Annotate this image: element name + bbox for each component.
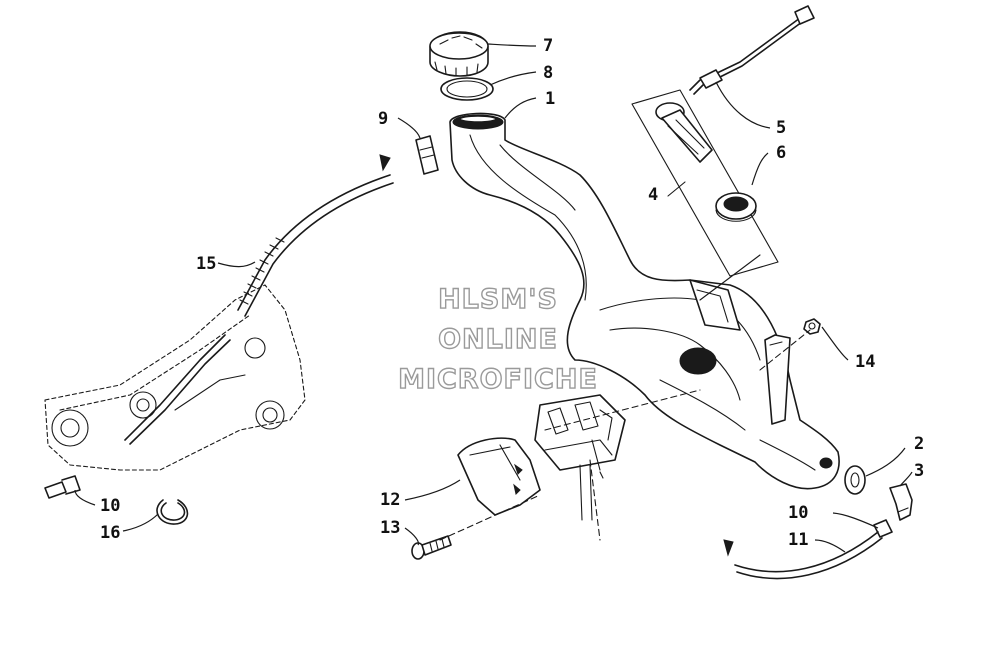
- callout-8: 8: [543, 63, 553, 83]
- phantom-lines: [439, 329, 811, 541]
- sender-unit-5: [655, 5, 815, 163]
- fuel-level-sender-assembly: [631, 89, 779, 277]
- fuel-hose-15: [237, 154, 394, 317]
- watermark-line-1: HLSM'S: [438, 284, 558, 315]
- elbow-fitting-3: [889, 483, 913, 521]
- callout-14: 14: [855, 352, 875, 372]
- callout-7: 7: [543, 36, 553, 56]
- callout-12: 12: [380, 490, 400, 510]
- bracket-12: [457, 437, 541, 516]
- watermark: HLSM'S ONLINE MICROFICHE: [397, 283, 598, 395]
- watermark-line-3: MICROFICHE: [398, 364, 598, 395]
- grommet-6: [715, 192, 757, 222]
- flow-arrow-icon: [379, 154, 391, 172]
- vent-tube-9: [415, 135, 439, 175]
- callout-13: 13: [380, 518, 400, 538]
- flow-arrow-icon: [723, 539, 734, 557]
- leader-lines: [74, 43, 913, 553]
- callout-9: 9: [378, 109, 388, 129]
- fuel-cap-7: [429, 31, 489, 77]
- callout-5: 5: [776, 118, 786, 138]
- callout-labels: 1 2 3 4 5 6 7 8 9 10 10 11 12 13 14 15 1…: [100, 36, 924, 550]
- gasket-8: [440, 77, 494, 101]
- fuel-line-11: [723, 531, 883, 580]
- callout-4: 4: [648, 185, 658, 205]
- engine-side-plate: [44, 284, 306, 471]
- fitting-10-right: [873, 519, 893, 538]
- callout-2: 2: [914, 434, 924, 454]
- callout-16: 16: [100, 523, 120, 543]
- bolt-13: [411, 535, 452, 560]
- callout-10-left: 10: [100, 496, 120, 516]
- fitting-10-left: [44, 475, 81, 499]
- callout-11: 11: [788, 530, 808, 550]
- fuel-tank-1: [449, 112, 840, 490]
- mounting-bracket: [764, 334, 791, 425]
- callout-10-right: 10: [788, 503, 808, 523]
- grommet-2: [844, 465, 866, 495]
- callout-15: 15: [196, 254, 216, 274]
- nut-14: [803, 318, 821, 335]
- callout-1: 1: [545, 89, 555, 109]
- callout-6: 6: [776, 143, 786, 163]
- callout-3: 3: [914, 461, 924, 481]
- fuel-pump: [534, 394, 626, 521]
- clamp-16: [156, 499, 189, 525]
- watermark-line-2: ONLINE: [438, 324, 558, 355]
